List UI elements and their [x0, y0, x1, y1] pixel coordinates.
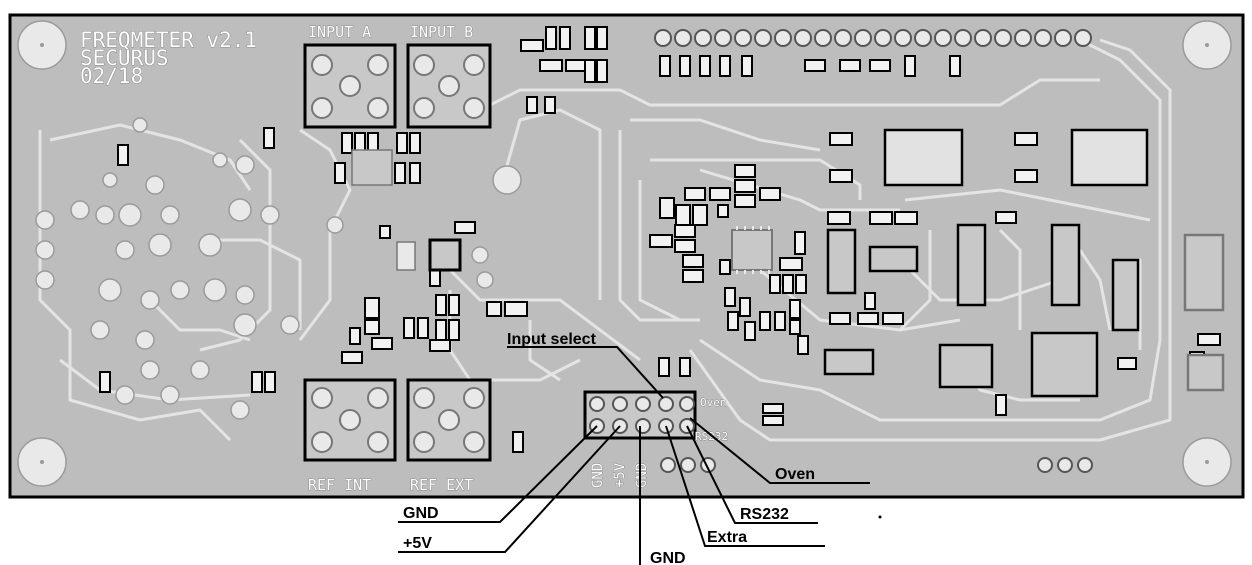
- board-title: FREQMETER v2.1: [80, 28, 257, 52]
- bnc-connectors: [303, 43, 492, 462]
- side-pins: [660, 457, 1093, 473]
- board-maker: SECURUS: [80, 46, 169, 70]
- input-select-label: Input select: [507, 331, 597, 348]
- top-header-pins: [654, 29, 1092, 47]
- oven-leader: [689, 417, 870, 484]
- rs232-leader: [686, 425, 818, 524]
- callout-leaders: [398, 346, 870, 565]
- plus5v-leader: [398, 425, 621, 553]
- extra-leader: [665, 425, 825, 547]
- ref-ext-label: REF EXT: [410, 476, 473, 494]
- board-date: 02/18: [80, 64, 143, 88]
- left-pads: [35, 117, 494, 420]
- ref-int-connector: [303, 378, 397, 462]
- gnd-mid-silk: GND: [634, 463, 650, 488]
- gnd-bottom-label: GND: [650, 550, 686, 565]
- input-a-connector: [303, 43, 397, 129]
- extra-label: Extra: [707, 529, 747, 546]
- oven-label: Oven: [775, 466, 815, 483]
- silkscreen-text: FREQMETER v2.1 SECURUS 02/18 INPUT A INP…: [80, 23, 729, 495]
- ref-int-label: REF INT: [308, 476, 371, 494]
- ref-ext-connector: [406, 378, 492, 462]
- gnd-left-silk: GND: [590, 463, 606, 488]
- gnd-left-label: GND: [403, 505, 439, 522]
- input-a-label: INPUT A: [308, 23, 371, 41]
- smd-components: [99, 26, 1221, 453]
- callout-labels: Input select Oven GND RS232 +5V Extra GN…: [403, 331, 815, 565]
- plus5v-silk: +5V: [612, 462, 628, 488]
- rs232-label: RS232: [740, 506, 789, 523]
- input-select-leader: [507, 346, 664, 399]
- mcu-chip: [731, 226, 773, 274]
- input-b-connector: [406, 43, 492, 129]
- plus5v-label: +5V: [403, 535, 432, 552]
- input-b-label: INPUT B: [410, 23, 473, 41]
- large-ics: [823, 128, 1225, 398]
- gnd-left-leader: [398, 425, 598, 523]
- oven-silk: Oven: [700, 396, 727, 409]
- small-ics-left: [351, 149, 462, 272]
